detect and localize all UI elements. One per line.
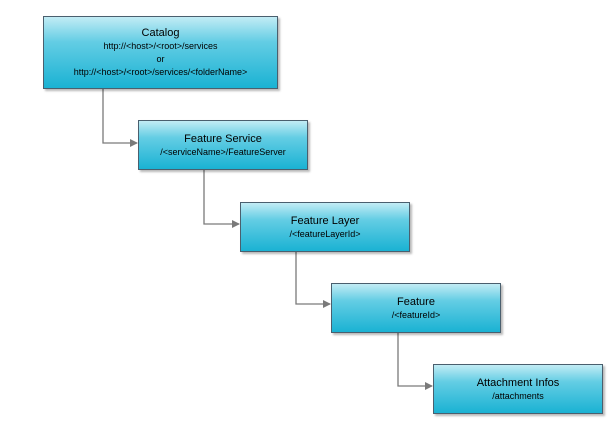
feature-path: /<featureId> — [391, 309, 441, 320]
feature-layer-node: Feature Layer /<featureLayerId> — [240, 202, 410, 252]
catalog-title: Catalog — [141, 27, 180, 39]
catalog-or-text: or — [156, 54, 165, 64]
feature-layer-path: /<featureLayerId> — [289, 228, 361, 239]
connector-feature-service-to-feature-layer — [203, 170, 240, 228]
catalog-node: Catalog http://<host>/<root>/services or… — [43, 16, 278, 89]
attachment-infos-title: Attachment Infos — [476, 376, 560, 389]
attachment-infos-path: /attachments — [492, 390, 544, 401]
catalog-url-folder: http://<host>/<root>/services/<folderNam… — [73, 67, 248, 77]
feature-node: Feature /<featureId> — [331, 283, 501, 333]
attachment-infos-node: Attachment Infos /attachments — [433, 364, 603, 414]
connector-catalog-to-feature-service — [102, 89, 138, 147]
connector-feature-layer-to-feature — [295, 252, 331, 308]
catalog-url-services: http://<host>/<root>/services — [103, 41, 218, 51]
feature-layer-title: Feature Layer — [290, 214, 360, 227]
feature-service-title: Feature Service — [184, 132, 262, 145]
connector-feature-to-attachment-infos — [397, 333, 433, 390]
feature-title: Feature — [397, 295, 435, 308]
feature-service-node: Feature Service /<serviceName>/FeatureSe… — [138, 120, 308, 170]
feature-service-path: /<serviceName>/FeatureServer — [160, 146, 286, 157]
